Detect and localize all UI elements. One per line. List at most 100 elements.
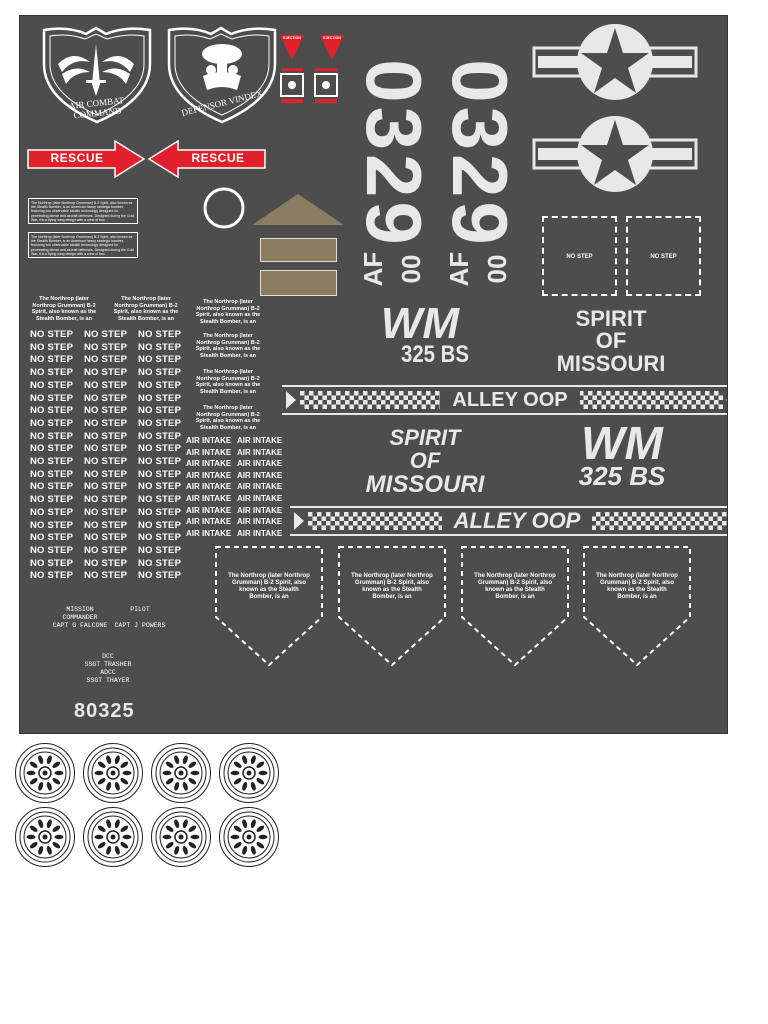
roundel-2: [532, 114, 698, 194]
acc-badge: AIR COMBAT COMMAND: [38, 24, 156, 126]
air-intake-label: AIR INTAKE: [186, 505, 232, 515]
serial-prefix: AF: [444, 251, 474, 287]
crew-title: PILOT: [130, 606, 150, 613]
wheel-decal: [218, 742, 280, 809]
no-step-label: NO STEP: [30, 557, 74, 569]
rescue-label: RESCUE: [191, 151, 245, 165]
no-step-label: NO STEP: [84, 506, 128, 518]
no-step-label: NO STEP: [138, 557, 182, 569]
wheel-decals: [14, 742, 294, 872]
no-step-label: NO STEP: [84, 329, 128, 340]
stencil-box-1: The Northrop (later Northrop Grumman) B-…: [28, 198, 138, 224]
air-intake-label: AIR INTAKE: [186, 528, 232, 538]
no-step-label: NO STEP: [84, 443, 128, 455]
tail-code-lower: WM 325 BS: [552, 418, 702, 498]
tan-panel-1: [260, 238, 337, 262]
crew-name: CAPT G FALCONE: [52, 622, 108, 629]
ejection-handle-icon: [314, 68, 338, 103]
no-step-label: NO STEP: [30, 405, 74, 417]
shield-stencil-2: The Northrop (later Northrop Grumman) B-…: [337, 545, 447, 667]
nickname-stripe-upper: ALLEY OOP: [282, 385, 727, 415]
air-intake-label: AIR INTAKE: [237, 436, 283, 445]
no-step-label: NO STEP: [30, 532, 74, 544]
ejection-triangle-icon: [320, 35, 344, 60]
wing-badge: DEFENSOR VINDEX: [163, 24, 281, 126]
no-step-label: NO STEP: [138, 481, 182, 493]
wheel-decal: [82, 742, 144, 809]
shield-stencil-4: The Northrop (later Northrop Grumman) B-…: [582, 545, 692, 667]
air-intake-label: AIR INTAKE: [186, 436, 232, 445]
serial-prefix: AF: [358, 251, 388, 287]
ejection-handle-right: [313, 68, 339, 106]
ejection-handle-icon: [280, 68, 304, 103]
no-step-label: NO STEP: [138, 329, 182, 340]
serial-year: 00: [396, 254, 426, 284]
acc-badge-icon: [42, 26, 152, 124]
no-step-label: NO STEP: [30, 392, 74, 404]
wheel-decal: [14, 806, 76, 873]
no-step-label: NO STEP: [30, 481, 74, 493]
squadron-code: 325 BS: [578, 461, 666, 491]
no-step-label: NO STEP: [30, 367, 74, 379]
shield-text: The Northrop (later Northrop Grumman) B-…: [351, 573, 433, 600]
no-step-label: NO STEP: [84, 570, 128, 582]
shield-text: The Northrop (later Northrop Grumman) B-…: [228, 573, 310, 600]
tan-chevron: [252, 192, 344, 226]
no-step-label: NO STEP: [30, 379, 74, 391]
no-step-label: NO STEP: [84, 354, 128, 366]
no-step-label: NO STEP: [84, 405, 128, 417]
name-line3: MISSOURI: [365, 471, 485, 498]
aircraft-name-lower: SPIRIT OF MISSOURI: [350, 426, 500, 504]
wheel-icon: [83, 807, 143, 867]
no-step-label: NO STEP: [138, 430, 182, 442]
ejection-handle-left: [279, 68, 305, 106]
name-line1: SPIRIT: [389, 425, 461, 450]
shield-stencil-3: The Northrop (later Northrop Grumman) B-…: [460, 545, 570, 667]
crew-mission-commander: MISSION COMMANDER CAPT G FALCONE: [50, 606, 110, 630]
nickname-stripe-lower: ALLEY OOP: [290, 506, 727, 536]
shield-outline-icon: [461, 546, 569, 667]
crew-name: CAPT J POWERS: [114, 622, 166, 629]
tail-code: WM: [380, 299, 460, 348]
crew-dcc: DCC SSGT TRASHER ADCC SSGT THAYER: [78, 653, 138, 685]
no-step-label: NO STEP: [138, 405, 182, 417]
rescue-label: RESCUE: [50, 151, 104, 165]
tan-panel-2: [260, 270, 337, 296]
wheel-icon: [151, 743, 211, 803]
no-step-label: NO STEP: [138, 379, 182, 391]
decal-sheet: AIR COMBAT COMMAND DEFENSOR VINDEX EJECT…: [19, 15, 728, 734]
no-step-label: NO STEP: [138, 341, 182, 353]
arrow-left-icon: [147, 139, 266, 179]
air-intake-label: AIR INTAKE: [237, 482, 283, 492]
stencil-para-b1: The Northrop (later Northrop Grumman) B-…: [195, 299, 261, 325]
air-intake-label: AIR INTAKE: [237, 459, 283, 469]
crew-name: SSGT TRASHER: [84, 661, 132, 668]
shield-outline-icon: [338, 546, 446, 667]
squadron-code: 325 BS: [400, 341, 470, 368]
no-step-label: NO STEP: [84, 494, 128, 506]
no-step-label: NO STEP: [138, 443, 182, 455]
no-step-label: NO STEP: [84, 379, 128, 391]
wheel-icon: [219, 807, 279, 867]
stencil-para-a1: The Northrop (later Northrop Grumman) B-…: [31, 296, 97, 322]
air-intake-label: AIR INTAKE: [237, 470, 283, 480]
nickname: ALLEY OOP: [442, 508, 592, 534]
rescue-arrow-left: RESCUE: [147, 139, 266, 179]
air-intake-label: AIR INTAKE: [237, 528, 283, 538]
no-step-box-1: NO STEP: [542, 216, 617, 296]
no-step-label: NO STEP: [84, 532, 128, 544]
no-step-label: NO STEP: [30, 494, 74, 506]
no-step-label: NO STEP: [84, 544, 128, 556]
no-step-label: NO STEP: [30, 329, 74, 340]
ejection-label: EJECTION: [283, 36, 301, 40]
no-step-label: NO STEP: [84, 430, 128, 442]
wheel-decal: [150, 806, 212, 873]
no-step-label: NO STEP: [30, 443, 74, 455]
wheel-icon: [15, 743, 75, 803]
wheel-decal: [14, 742, 76, 809]
nickname: ALLEY OOP: [440, 388, 580, 412]
air-intake-label: AIR INTAKE: [186, 482, 232, 492]
no-step-label: NO STEP: [138, 494, 182, 506]
air-intake-label: AIR INTAKE: [237, 494, 283, 503]
